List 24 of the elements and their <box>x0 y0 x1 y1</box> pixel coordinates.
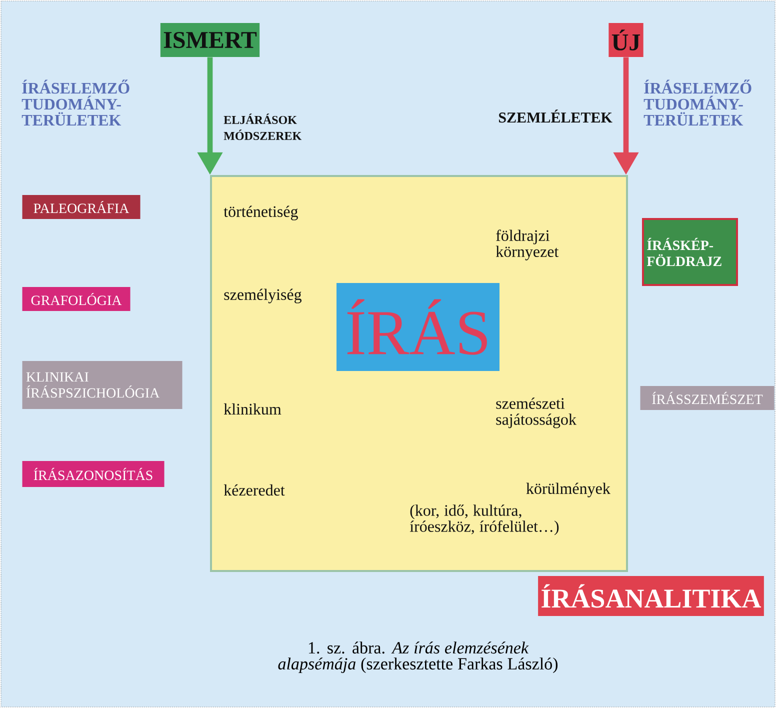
term: kézeredet <box>224 484 285 496</box>
field-box: GRAFOLÓGIA <box>22 287 130 311</box>
term: földrajzi környezet <box>496 230 559 260</box>
term: (kor, idő, kultúra, íróeszköz, írófelület…) <box>410 504 559 536</box>
title-box: ÍRÁSANALITIKA <box>538 576 764 616</box>
caption: 1. sz. ábra. Az írás elemzésének alapsémája (szerkesztette Farkas László) <box>278 642 558 674</box>
content-box <box>210 175 628 572</box>
heading: SZEMLÉLETEK <box>499 110 612 123</box>
term: klinikum <box>224 403 282 415</box>
heading: ELJÁRÁSOK MÓDSZEREK <box>224 114 302 140</box>
title-box: ÍRÁS <box>336 283 500 371</box>
label-box: ISMERT <box>160 23 260 57</box>
term: körülmények <box>526 482 610 498</box>
label-box: ÚJ <box>608 23 644 57</box>
heading: ÍRÁSELEMZŐ TUDOMÁNY- TERÜLETEK <box>644 80 752 126</box>
heading: ÍRÁSELEMZŐ TUDOMÁNY- TERÜLETEK <box>22 80 130 126</box>
term: szemészeti sajátosságok <box>496 398 576 428</box>
field-box: KLINIKAI ÍRÁSPSZICHOLÓGIA <box>22 361 182 409</box>
term: személyiség <box>224 288 302 304</box>
field-box: ÍRÁSSZEMÉSZET <box>640 386 774 410</box>
field-box: ÍRÁSKÉP- FÖLDRAJZ <box>642 218 738 286</box>
field-box: PALEOGRÁFIA <box>22 195 140 219</box>
term: történetiség <box>224 206 298 220</box>
field-box: ÍRÁSAZONOSÍTÁS <box>22 461 164 487</box>
